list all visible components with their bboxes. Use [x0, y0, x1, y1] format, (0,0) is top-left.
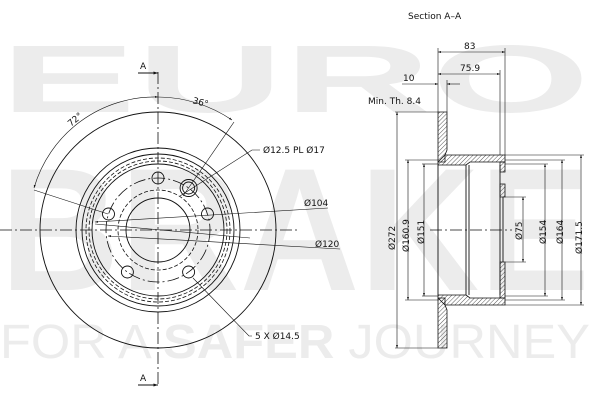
watermark-euro: EURO — [0, 26, 590, 133]
pilot-hole-label: Ø12.5 PL Ø17 — [263, 145, 325, 156]
min-thickness-label: Min. Th. 8.4 — [368, 97, 421, 107]
section-title: Section A–A — [408, 12, 462, 22]
d-151-label: Ø151 — [416, 220, 427, 244]
section-marker-bottom: A — [140, 374, 147, 384]
d-171-5-label: Ø171.5 — [574, 221, 585, 254]
d-154-label: Ø154 — [538, 219, 549, 244]
front-view: A A 72° 36° Ø12.5 PL Ø17 Ø104 Ø120 5 X Ø… — [0, 62, 341, 387]
bolt-circle-label: Ø104 — [304, 198, 329, 209]
height-total-label: 83 — [464, 42, 475, 52]
height-hat-label: 75.9 — [460, 64, 480, 74]
inner-dashed-circle — [117, 189, 199, 271]
d-75-label: Ø75 — [514, 221, 525, 240]
angle-36-label: 36° — [191, 96, 209, 110]
d-outer-label: Ø272 — [387, 226, 398, 250]
section-view: Section A–A 83 75.9 10 Min. Th. 8.4 Ø272 — [368, 12, 585, 349]
watermark-tagline: FOR A SAFER JOURNEY — [0, 316, 590, 369]
d-160-9-label: Ø160.9 — [401, 219, 412, 252]
d-164-label: Ø164 — [555, 219, 566, 244]
bolt-holes-label: 5 X Ø14.5 — [255, 331, 300, 342]
hub-diameter-label: Ø120 — [315, 239, 340, 250]
pilot-hole — [182, 181, 196, 195]
section-marker-top: A — [140, 62, 147, 72]
thickness-label: 10 — [403, 74, 415, 84]
watermark: EURO BRAKE FOR A SAFER JOURNEY — [0, 26, 590, 369]
